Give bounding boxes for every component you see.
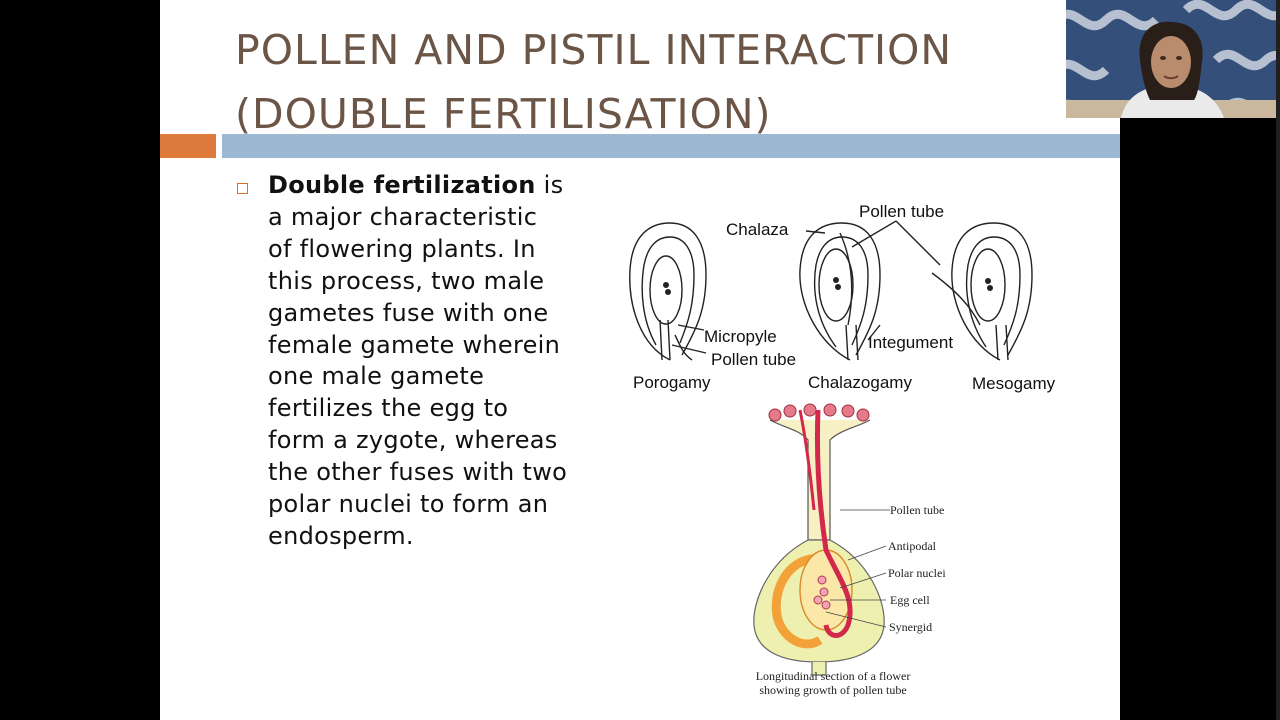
screen-edge-strip (1276, 0, 1280, 720)
bullet-text: is a major characteristic of flowering p… (268, 171, 568, 550)
label-flower-pollen-tube: Pollen tube (890, 503, 944, 517)
presenter-webcam (1066, 0, 1276, 118)
label-polar-nuclei: Polar nuclei (888, 566, 946, 580)
slide-title: POLLEN AND PISTIL INTERACTION (DOUBLE FE… (235, 18, 995, 146)
label-synergid: Synergid (889, 620, 932, 634)
bullet-square-icon (237, 183, 248, 194)
flower-caption-line-1: Longitudinal section of a flower (756, 669, 911, 683)
label-mesogamy: Mesogamy (972, 374, 1056, 393)
bullet-paragraph: Double fertilization is a major characte… (268, 170, 568, 553)
label-pollen-tube-bottom: Pollen tube (711, 350, 796, 369)
slide: POLLEN AND PISTIL INTERACTION (DOUBLE FE… (160, 0, 1120, 720)
flower-section-diagram: Pollen tube Antipodal Polar nuclei Egg c… (753, 403, 946, 697)
accent-bar-blue (222, 134, 1120, 158)
label-chalazogamy: Chalazogamy (808, 373, 912, 392)
flower-caption-line-2: showing growth of pollen tube (759, 683, 906, 697)
presenter-video-icon (1066, 0, 1276, 118)
label-porogamy: Porogamy (633, 373, 711, 392)
label-micropyle: Micropyle (704, 327, 777, 346)
ovule-fertilisation-diagram: Chalaza Pollen tube Micropyle Pollen tub… (629, 202, 1056, 393)
accent-bar-orange (160, 134, 216, 158)
label-integument: Integument (868, 333, 953, 352)
label-antipodal: Antipodal (888, 539, 937, 553)
slide-title-line-1: POLLEN AND PISTIL INTERACTION (235, 26, 953, 74)
label-egg-cell: Egg cell (890, 593, 930, 607)
slide-title-line-2: (DOUBLE FERTILISATION) (235, 90, 772, 138)
label-chalaza: Chalaza (726, 220, 789, 239)
bullet-bold-lead: Double fertilization (268, 171, 536, 199)
label-pollen-tube-top: Pollen tube (859, 202, 944, 221)
